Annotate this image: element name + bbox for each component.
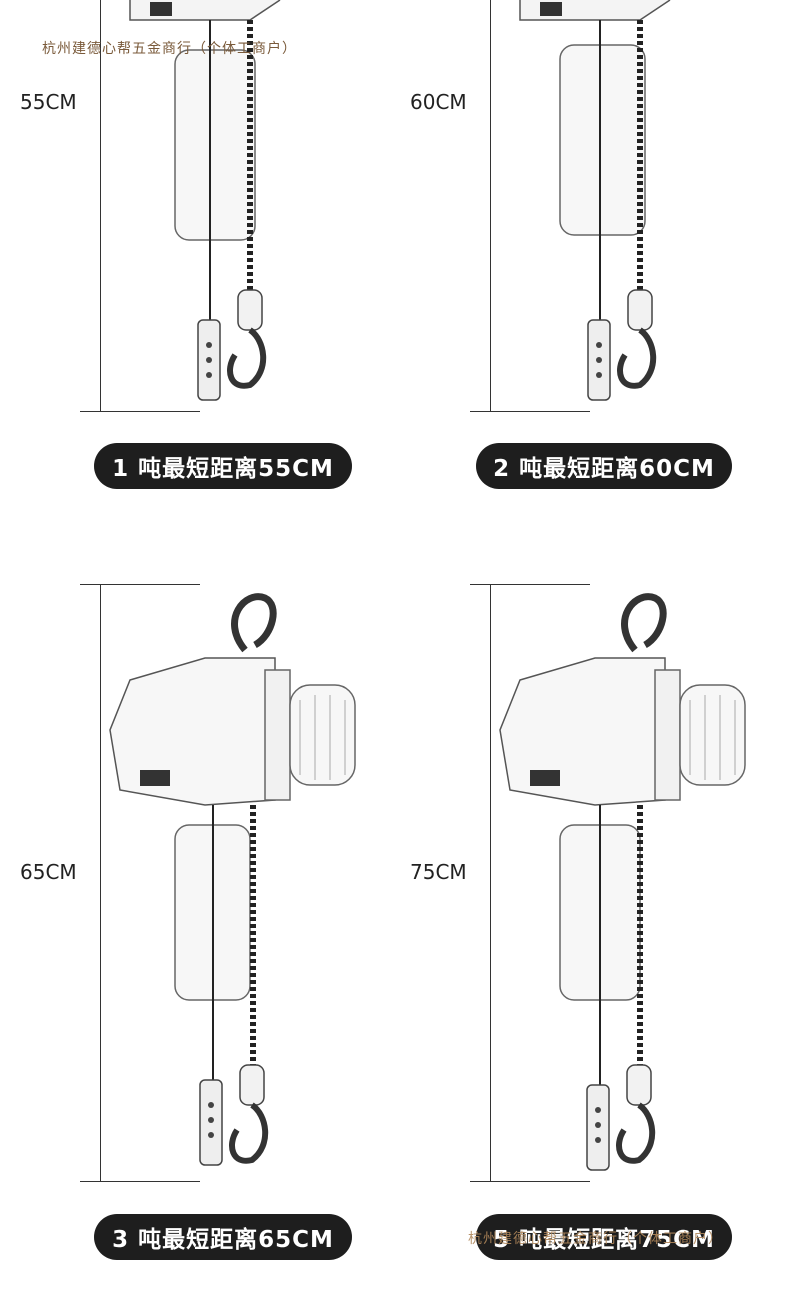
dimension-tick-top [470,584,590,585]
dimension-line [490,584,491,1182]
dimension-line [490,0,491,412]
dimension-label: 55CM [20,90,77,114]
capacity-caption: 2 吨最短距离60CM [476,443,732,489]
electric-chain-hoist-illustration [129,0,281,401]
capacity-caption: 3 吨最短距离65CM [94,1214,352,1260]
dimension-label: 60CM [410,90,467,114]
dimension-tick-top [80,584,200,585]
dimension-label: 65CM [20,860,77,884]
capacity-caption: 5 吨最短距离75CM [476,1214,732,1260]
electric-chain-hoist-illustration [109,593,356,1166]
dimension-tick-bottom [80,411,200,412]
capacity-caption: 1 吨最短距离55CM [94,443,352,489]
watermark-bottom: 杭州建德心帮五金商行（个体工商户） [468,1231,723,1247]
dimension-line [100,584,101,1182]
dimension-label: 75CM [410,860,467,884]
dimension-tick-bottom [470,1181,590,1182]
electric-chain-hoist-illustration [499,593,746,1171]
electric-chain-hoist-illustration [519,0,671,401]
dimension-tick-bottom [80,1181,200,1182]
dimension-tick-bottom [470,411,590,412]
watermark-top: 杭州建德心帮五金商行（个体工商户） [42,41,297,57]
dimension-line [100,0,101,412]
